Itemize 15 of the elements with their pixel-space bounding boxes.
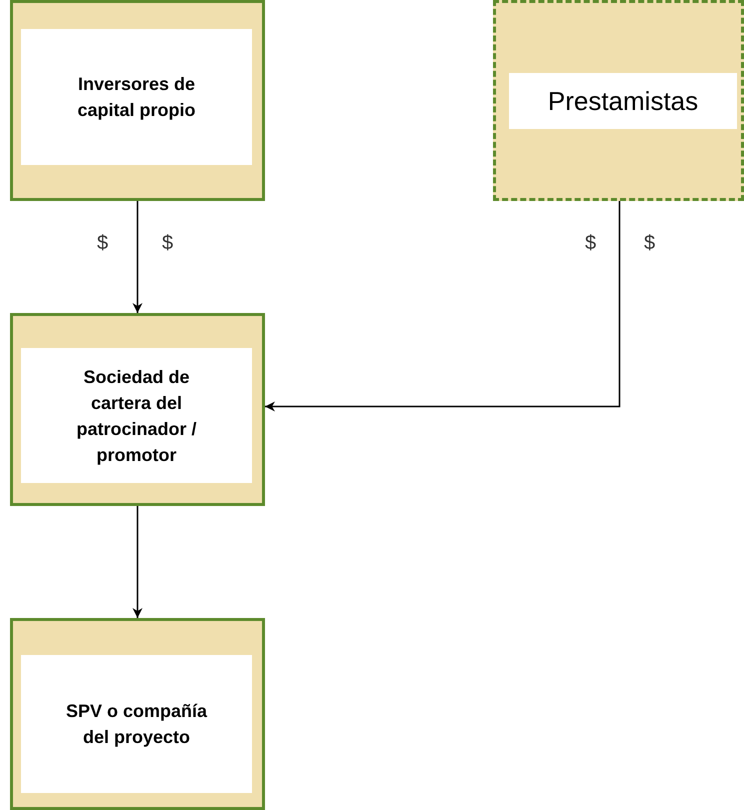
arrow [265,201,620,412]
container-box [10,618,265,810]
dollar-sign: $ [97,232,108,254]
container-box [10,313,265,506]
arrow [132,506,142,618]
text-box: Prestamistas [509,73,737,129]
dollar-sign: $ [644,232,656,254]
dollar-sign: $ [585,232,596,254]
text-box: Inversores de capital propio [21,29,252,165]
text-box: Sociedad de cartera del patrocinador / promotor [21,348,252,483]
container-box [10,0,265,201]
container-box [493,0,744,201]
arrow [132,201,142,313]
dollar-sign: $ [162,232,174,254]
text-box: SPV o compañía del proyecto [21,655,252,793]
